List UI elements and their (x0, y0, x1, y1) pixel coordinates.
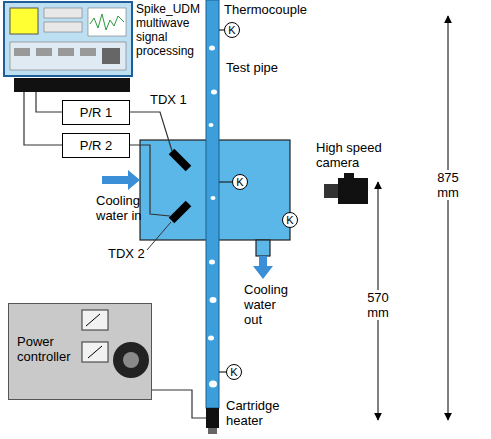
thermocouple-wire (219, 181, 232, 182)
flow-label: Cooling water out (244, 282, 296, 327)
dimension-line (448, 16, 449, 420)
cartridge-heater (206, 408, 219, 428)
node-text: Power controller (17, 334, 81, 364)
outflow-arrow (253, 256, 273, 279)
node-text: P/R 1 (80, 105, 113, 120)
screen-waveform (90, 14, 124, 30)
screen-button (80, 48, 96, 56)
screen-button (14, 48, 30, 56)
controller-housing (8, 303, 152, 400)
camera-lens (324, 184, 338, 198)
screen-panel (44, 8, 82, 18)
dimension-label: 570 mm (363, 290, 393, 320)
power-wire (152, 390, 206, 418)
signal-cable (24, 92, 62, 145)
screen-panel (10, 42, 126, 70)
screen-display (10, 8, 38, 34)
thermocouple-symbol: K (226, 364, 242, 380)
signal-cable (36, 92, 62, 112)
heater-plug (208, 428, 217, 434)
bubble (209, 260, 215, 265)
camera-body (338, 178, 368, 204)
screen-button (58, 48, 74, 56)
test-pipe (206, 0, 219, 408)
pulser-receiver-box: P/R 2 (62, 133, 130, 158)
bubble (208, 336, 214, 341)
part-label: Thermocouple (224, 2, 307, 17)
software-label: Spike_UDM multiwave signal processing (136, 2, 205, 58)
dimension-label: 875 mm (433, 170, 463, 200)
bubble (209, 123, 214, 127)
power-controller-box: Power controller (8, 303, 152, 400)
knob-center (123, 352, 139, 368)
part-label: TDX 2 (108, 246, 145, 261)
bubble (211, 90, 217, 95)
thermocouple-symbol: K (224, 22, 240, 38)
part-label: Cartridge heater (226, 398, 296, 428)
thermocouple-type: K (230, 367, 237, 378)
part-label: Test pipe (226, 60, 278, 75)
part-label: High speed camera (316, 140, 396, 170)
inflow-arrow (102, 170, 140, 190)
control-knob (113, 342, 149, 378)
screen-button (36, 48, 52, 56)
thermocouple-symbol: K (232, 174, 248, 190)
meter (82, 310, 108, 330)
bubble (210, 297, 217, 303)
screen-button (102, 48, 120, 64)
screen-graph (88, 8, 126, 36)
bubble (209, 381, 217, 388)
flow-label: Cooling water in (96, 193, 152, 223)
screen-panel (44, 22, 82, 32)
transducer (169, 201, 192, 224)
thermocouple-wire (219, 371, 226, 372)
bubble (211, 196, 216, 200)
thermocouple-type: K (286, 215, 293, 226)
bubble (209, 46, 215, 51)
outlet-tube (256, 240, 270, 256)
camera-top (344, 173, 354, 178)
thermocouple-symbol: K (282, 212, 298, 228)
meter-needle (86, 314, 100, 326)
thermocouple-type: K (236, 177, 243, 188)
monitor-screen (4, 2, 132, 76)
pulser-receiver-box: P/R 1 (62, 100, 130, 125)
meter (82, 342, 108, 362)
thermocouple-type: K (228, 25, 235, 36)
meter-needle (88, 346, 102, 358)
leader-line (147, 222, 171, 250)
part-label: TDX 1 (150, 92, 187, 107)
transducer (169, 149, 192, 172)
computer-base (14, 78, 130, 92)
node-text: P/R 2 (80, 138, 113, 153)
